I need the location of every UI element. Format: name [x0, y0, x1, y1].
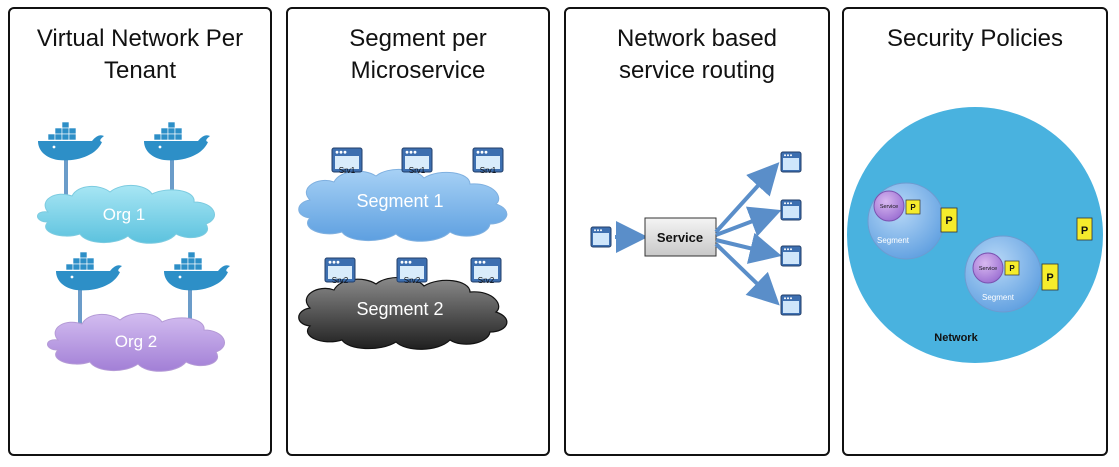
title-line: Segment per: [349, 25, 487, 52]
network-ellipse: [847, 107, 1103, 363]
arrow: [714, 162, 780, 234]
client-icon: [590, 226, 612, 248]
segment2-cloud: [298, 276, 508, 350]
docker-whale-icon: [163, 251, 231, 291]
segment1-cloud: [298, 169, 508, 242]
service-policy: [905, 199, 921, 215]
service-circle: [873, 190, 905, 222]
docker-whale-icon: [143, 121, 211, 161]
service-label: Service: [979, 266, 997, 272]
arrow: [715, 232, 782, 264]
network-label: Network: [934, 332, 978, 344]
title-line: Security Policies: [886, 25, 1064, 52]
policy-label: P: [910, 203, 916, 212]
panel-title: Virtual Network Per Tenant: [10, 23, 270, 87]
title-line: Microservice: [350, 57, 486, 84]
backend-icon: [780, 199, 802, 221]
segment-art: Srv1 Srv1 Srv1 Segment 1 Srv2 Srv2 Srv2 …: [298, 147, 508, 350]
service-label: Srv1: [339, 166, 356, 175]
service-policy: [1004, 260, 1020, 276]
service-label: Srv2: [404, 276, 421, 285]
backend-icon: [780, 294, 802, 316]
panel-title: Segment per Microservice: [288, 23, 548, 87]
docker-whale-icon: [55, 251, 123, 291]
service-label: Srv2: [332, 276, 349, 285]
tenant-network-art: Org 1 Org 2: [37, 121, 231, 372]
segment-policy: [940, 207, 958, 233]
title-line: Network based: [616, 25, 778, 52]
title-line: Tenant: [103, 57, 177, 84]
network-policy: [1076, 217, 1093, 241]
policy-label: P: [1009, 264, 1015, 273]
org1-label: Org 1: [103, 205, 146, 224]
title-line: service routing: [618, 57, 776, 84]
service-label: Srv2: [478, 276, 495, 285]
panel-title: Network based service routing: [566, 23, 828, 87]
routing-art: Service: [590, 151, 802, 316]
segment-policy: [1041, 263, 1059, 291]
segment-label: Segment: [877, 236, 910, 245]
segment2-label: Segment 2: [356, 299, 443, 319]
segment1-label: Segment 1: [356, 191, 443, 211]
service-box-label: Service: [657, 230, 703, 245]
backend-icon: [780, 245, 802, 267]
security-art: Network P Service P Segment P Service P …: [847, 107, 1103, 363]
title-line: Virtual Network Per: [36, 25, 244, 52]
docker-whale-icon: [37, 121, 105, 161]
policy-label: P: [1046, 272, 1053, 284]
org2-label: Org 2: [115, 332, 158, 351]
service-label: Srv1: [409, 166, 426, 175]
service-label: Srv1: [480, 166, 497, 175]
policy-label: P: [1081, 225, 1088, 237]
service-circle: [972, 252, 1004, 284]
org2-cloud: [47, 313, 225, 372]
service-box: [644, 217, 717, 257]
service-label: Service: [880, 204, 898, 210]
policy-label: P: [945, 215, 952, 227]
arrow: [714, 242, 780, 306]
org1-cloud: [37, 185, 215, 244]
panel-title: Security Policies: [844, 23, 1106, 55]
arrow: [715, 206, 782, 237]
segment-label: Segment: [982, 293, 1015, 302]
backend-icon: [780, 151, 802, 173]
